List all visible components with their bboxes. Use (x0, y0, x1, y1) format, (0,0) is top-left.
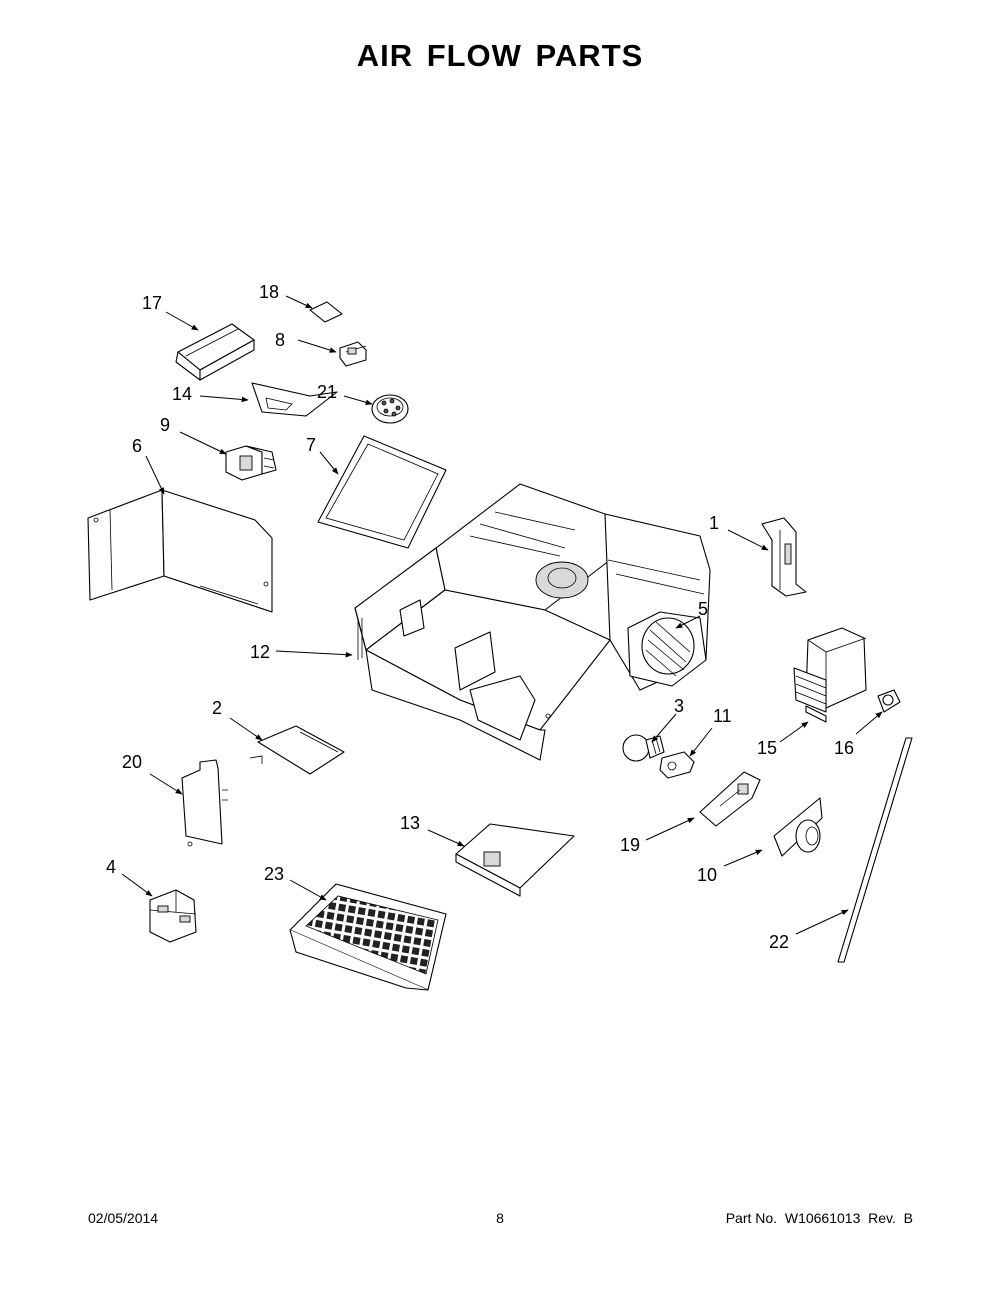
callout-11: 11 (713, 706, 732, 726)
footer-date: 02/05/2014 (88, 1210, 159, 1226)
part-10-motor-mount (773, 797, 823, 857)
callout-numbers: 17 18 8 14 21 9 6 7 1 5 12 2 3 11 20 15 … (106, 282, 854, 952)
part-16-thermostat (877, 689, 901, 713)
callout-20: 20 (122, 752, 142, 772)
callout-7: 7 (306, 435, 316, 455)
part-9-relay-bracket (225, 445, 277, 481)
callout-14: 14 (172, 384, 192, 404)
part-15-transformer (793, 627, 867, 723)
callout-18: 18 (259, 282, 279, 302)
part-11-lamp-socket (659, 751, 695, 779)
part-18-pad (309, 301, 343, 323)
leader-lines (121, 295, 883, 935)
callout-8: 8 (275, 330, 285, 350)
callout-10: 10 (697, 865, 717, 885)
callout-1: 1 (709, 513, 719, 533)
callout-5: 5 (698, 599, 708, 619)
callout-17: 17 (142, 293, 162, 313)
part-14-damper-plate (251, 382, 338, 417)
callout-2: 2 (212, 698, 222, 718)
page-title: AIR FLOW PARTS (356, 38, 644, 73)
callout-6: 6 (132, 436, 142, 456)
callout-22: 22 (769, 932, 789, 952)
part-19-control-board (699, 771, 761, 827)
part-4-bracket (149, 889, 197, 943)
part-2-cover-plate (249, 725, 345, 775)
part-7-filter-frame (317, 435, 447, 549)
part-23-grease-filter (289, 883, 447, 991)
callout-23: 23 (264, 864, 284, 884)
part-20-side-plate (181, 759, 228, 847)
callout-19: 19 (620, 835, 640, 855)
callout-3: 3 (674, 696, 684, 716)
callout-16: 16 (834, 738, 854, 758)
part-12-base-housing (354, 483, 711, 761)
callout-13: 13 (400, 813, 420, 833)
part-3-lamp (622, 734, 665, 762)
footer-part-number: Part No. W10661013 Rev. B (725, 1210, 913, 1226)
callout-21: 21 (317, 382, 337, 402)
part-8-connector (339, 341, 367, 367)
part-1-bracket (761, 517, 807, 597)
part-22-rod (837, 737, 913, 963)
callout-15: 15 (757, 738, 777, 758)
callout-12: 12 (250, 642, 270, 662)
callout-4: 4 (106, 857, 116, 877)
part-6-air-guide-panel (87, 489, 273, 613)
callout-9: 9 (160, 415, 170, 435)
part-17-vent-cover (175, 323, 255, 381)
part-13-bottom-plate (455, 823, 575, 897)
part-21-fan-disc (371, 394, 409, 424)
footer-page-number: 8 (496, 1210, 504, 1226)
